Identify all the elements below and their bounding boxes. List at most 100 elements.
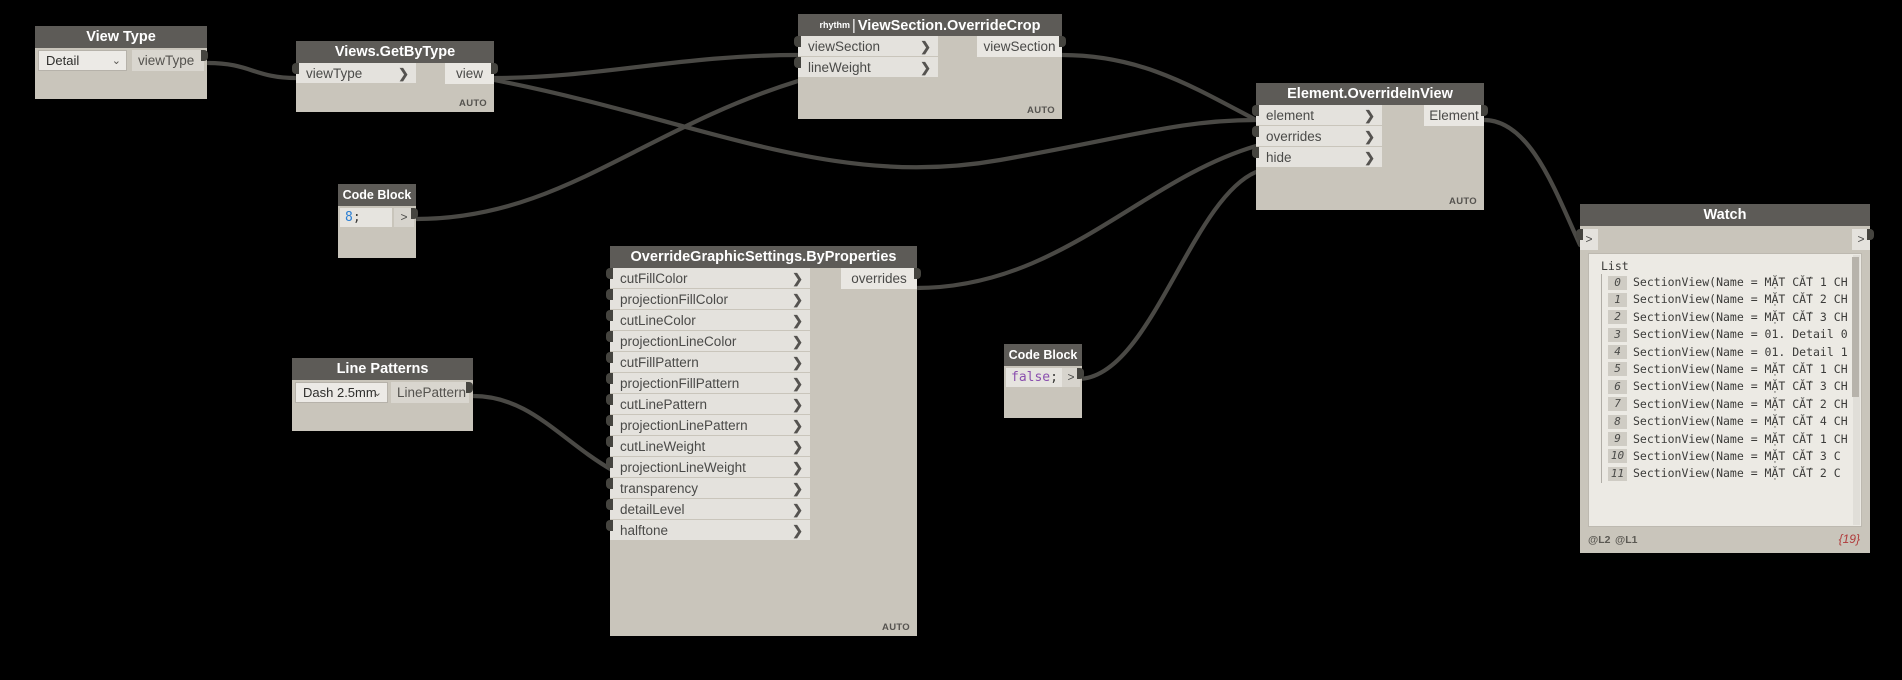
input-connector[interactable] (606, 352, 613, 363)
input-connector[interactable] (606, 436, 613, 447)
input-port-detaillevel[interactable]: detailLevel ❯ (606, 499, 810, 520)
node-views-getbytype[interactable]: Views.GetByType viewType ❯ view AUTO (292, 41, 498, 112)
input-port-projectionlinepattern[interactable]: projectionLinePattern ❯ (606, 415, 810, 436)
list-index: 4 (1608, 345, 1627, 360)
code-block-editor[interactable]: 8; (340, 208, 392, 227)
view-type-dropdown[interactable]: Detail ⌄ (38, 50, 127, 71)
node-code-block-lineweight[interactable]: Code Block 8; > (338, 184, 418, 258)
input-connector[interactable] (606, 268, 613, 279)
input-port-lineweight[interactable]: lineWeight ❯ (794, 57, 938, 78)
input-port-viewsection[interactable]: viewSection ❯ (794, 36, 938, 57)
input-port-projectionfillpattern[interactable]: projectionFillPattern ❯ (606, 373, 810, 394)
watch-scrollbar-track[interactable] (1852, 255, 1860, 525)
input-connector[interactable] (606, 373, 613, 384)
node-overridegraphicsettings-byproperties[interactable]: OverrideGraphicSettings.ByProperties cut… (606, 246, 921, 636)
code-value: false (1011, 370, 1051, 385)
output-port-viewsection[interactable]: viewSection (977, 36, 1066, 57)
execution-mode-label: AUTO (459, 98, 487, 109)
input-port-element[interactable]: element ❯ (1252, 105, 1382, 126)
input-port-projectionlinecolor[interactable]: projectionLineColor ❯ (606, 331, 810, 352)
watch-scrollbar-thumb[interactable] (1852, 257, 1859, 397)
input-port-cutfillcolor[interactable]: cutFillColor ❯ (606, 268, 810, 289)
input-port-halftone[interactable]: halftone ❯ (606, 520, 810, 541)
input-connector[interactable] (606, 499, 613, 510)
input-port-viewtype[interactable]: viewType ❯ (292, 63, 416, 84)
input-connector[interactable] (606, 457, 613, 468)
input-connector[interactable] (1576, 229, 1583, 240)
node-viewsection-overridecrop[interactable]: rhythm|ViewSection.OverrideCrop viewSect… (794, 14, 1066, 119)
input-port-cutlineweight[interactable]: cutLineWeight ❯ (606, 436, 810, 457)
input-connector[interactable] (606, 310, 613, 321)
input-port-projectionlineweight[interactable]: projectionLineWeight ❯ (606, 457, 810, 478)
input-connector[interactable] (606, 520, 613, 531)
port-label: halftone (620, 523, 669, 538)
input-connector[interactable] (292, 63, 299, 74)
output-port-overrides[interactable]: overrides (841, 268, 921, 289)
output-port-view[interactable]: view (445, 63, 498, 84)
node-line-patterns[interactable]: Line Patterns Dash 2.5mm ⌄ LinePattern (292, 358, 473, 431)
input-connector[interactable] (606, 331, 613, 342)
input-port-cutlinecolor[interactable]: cutLineColor ❯ (606, 310, 810, 331)
input-port-hide[interactable]: hide ❯ (1252, 147, 1382, 168)
line-pattern-dropdown[interactable]: Dash 2.5mm ⌄ (295, 382, 388, 403)
input-connector[interactable] (1252, 147, 1259, 158)
output-connector[interactable] (201, 50, 208, 61)
output-connector[interactable] (491, 63, 498, 74)
execution-mode-label: AUTO (1449, 196, 1477, 207)
input-connector[interactable] (794, 57, 801, 68)
output-port-element[interactable]: Element (1424, 105, 1488, 126)
chevron-right-icon: ❯ (792, 271, 803, 286)
input-connector[interactable] (606, 289, 613, 300)
output-connector[interactable] (466, 382, 473, 393)
package-prefix: rhythm (819, 20, 851, 30)
input-connector[interactable] (606, 478, 613, 489)
output-label: viewType (138, 53, 195, 68)
input-connector[interactable] (606, 394, 613, 405)
input-port-cutfillpattern[interactable]: cutFillPattern ❯ (606, 352, 810, 373)
input-port-overrides[interactable]: overrides ❯ (1252, 126, 1382, 147)
code-block-editor[interactable]: false; (1006, 368, 1062, 387)
list-level-l2[interactable]: @L2 (1588, 534, 1611, 546)
code-block-output-port[interactable]: > (394, 208, 418, 227)
output-connector[interactable] (1867, 229, 1874, 240)
output-connector[interactable] (411, 208, 418, 219)
input-connector[interactable] (794, 36, 801, 47)
output-connector[interactable] (1481, 105, 1488, 116)
watch-output-port[interactable]: > (1852, 229, 1874, 250)
input-connector[interactable] (606, 415, 613, 426)
code-block-output-port[interactable]: > (1062, 368, 1084, 387)
list-level-l1[interactable]: @L1 (1614, 534, 1638, 546)
watch-input-port[interactable]: > (1576, 229, 1598, 250)
node-element-overrideinview[interactable]: Element.OverrideInView element ❯ overrid… (1252, 83, 1488, 210)
node-code-block-hide[interactable]: Code Block false; > (1004, 344, 1084, 418)
output-connector[interactable] (1077, 368, 1084, 379)
output-label: LinePattern (397, 385, 467, 400)
input-port-transparency[interactable]: transparency ❯ (606, 478, 810, 499)
node-view-type[interactable]: View Type Detail ⌄ viewType (35, 26, 208, 99)
input-port-cutlinepattern[interactable]: cutLinePattern ❯ (606, 394, 810, 415)
input-connector[interactable] (1252, 126, 1259, 137)
output-connector[interactable] (1059, 36, 1066, 47)
line-pattern-output-port[interactable]: LinePattern (391, 382, 473, 403)
view-type-output-port[interactable]: viewType (132, 50, 208, 71)
chevron-right-icon: ❯ (1364, 108, 1375, 123)
input-connector[interactable] (1252, 105, 1259, 116)
input-port-projectionfillcolor[interactable]: projectionFillColor ❯ (606, 289, 810, 310)
list-value: SectionView(Name = MẶT CẮT 4 CH (1633, 414, 1848, 429)
output-connector[interactable] (914, 268, 921, 279)
